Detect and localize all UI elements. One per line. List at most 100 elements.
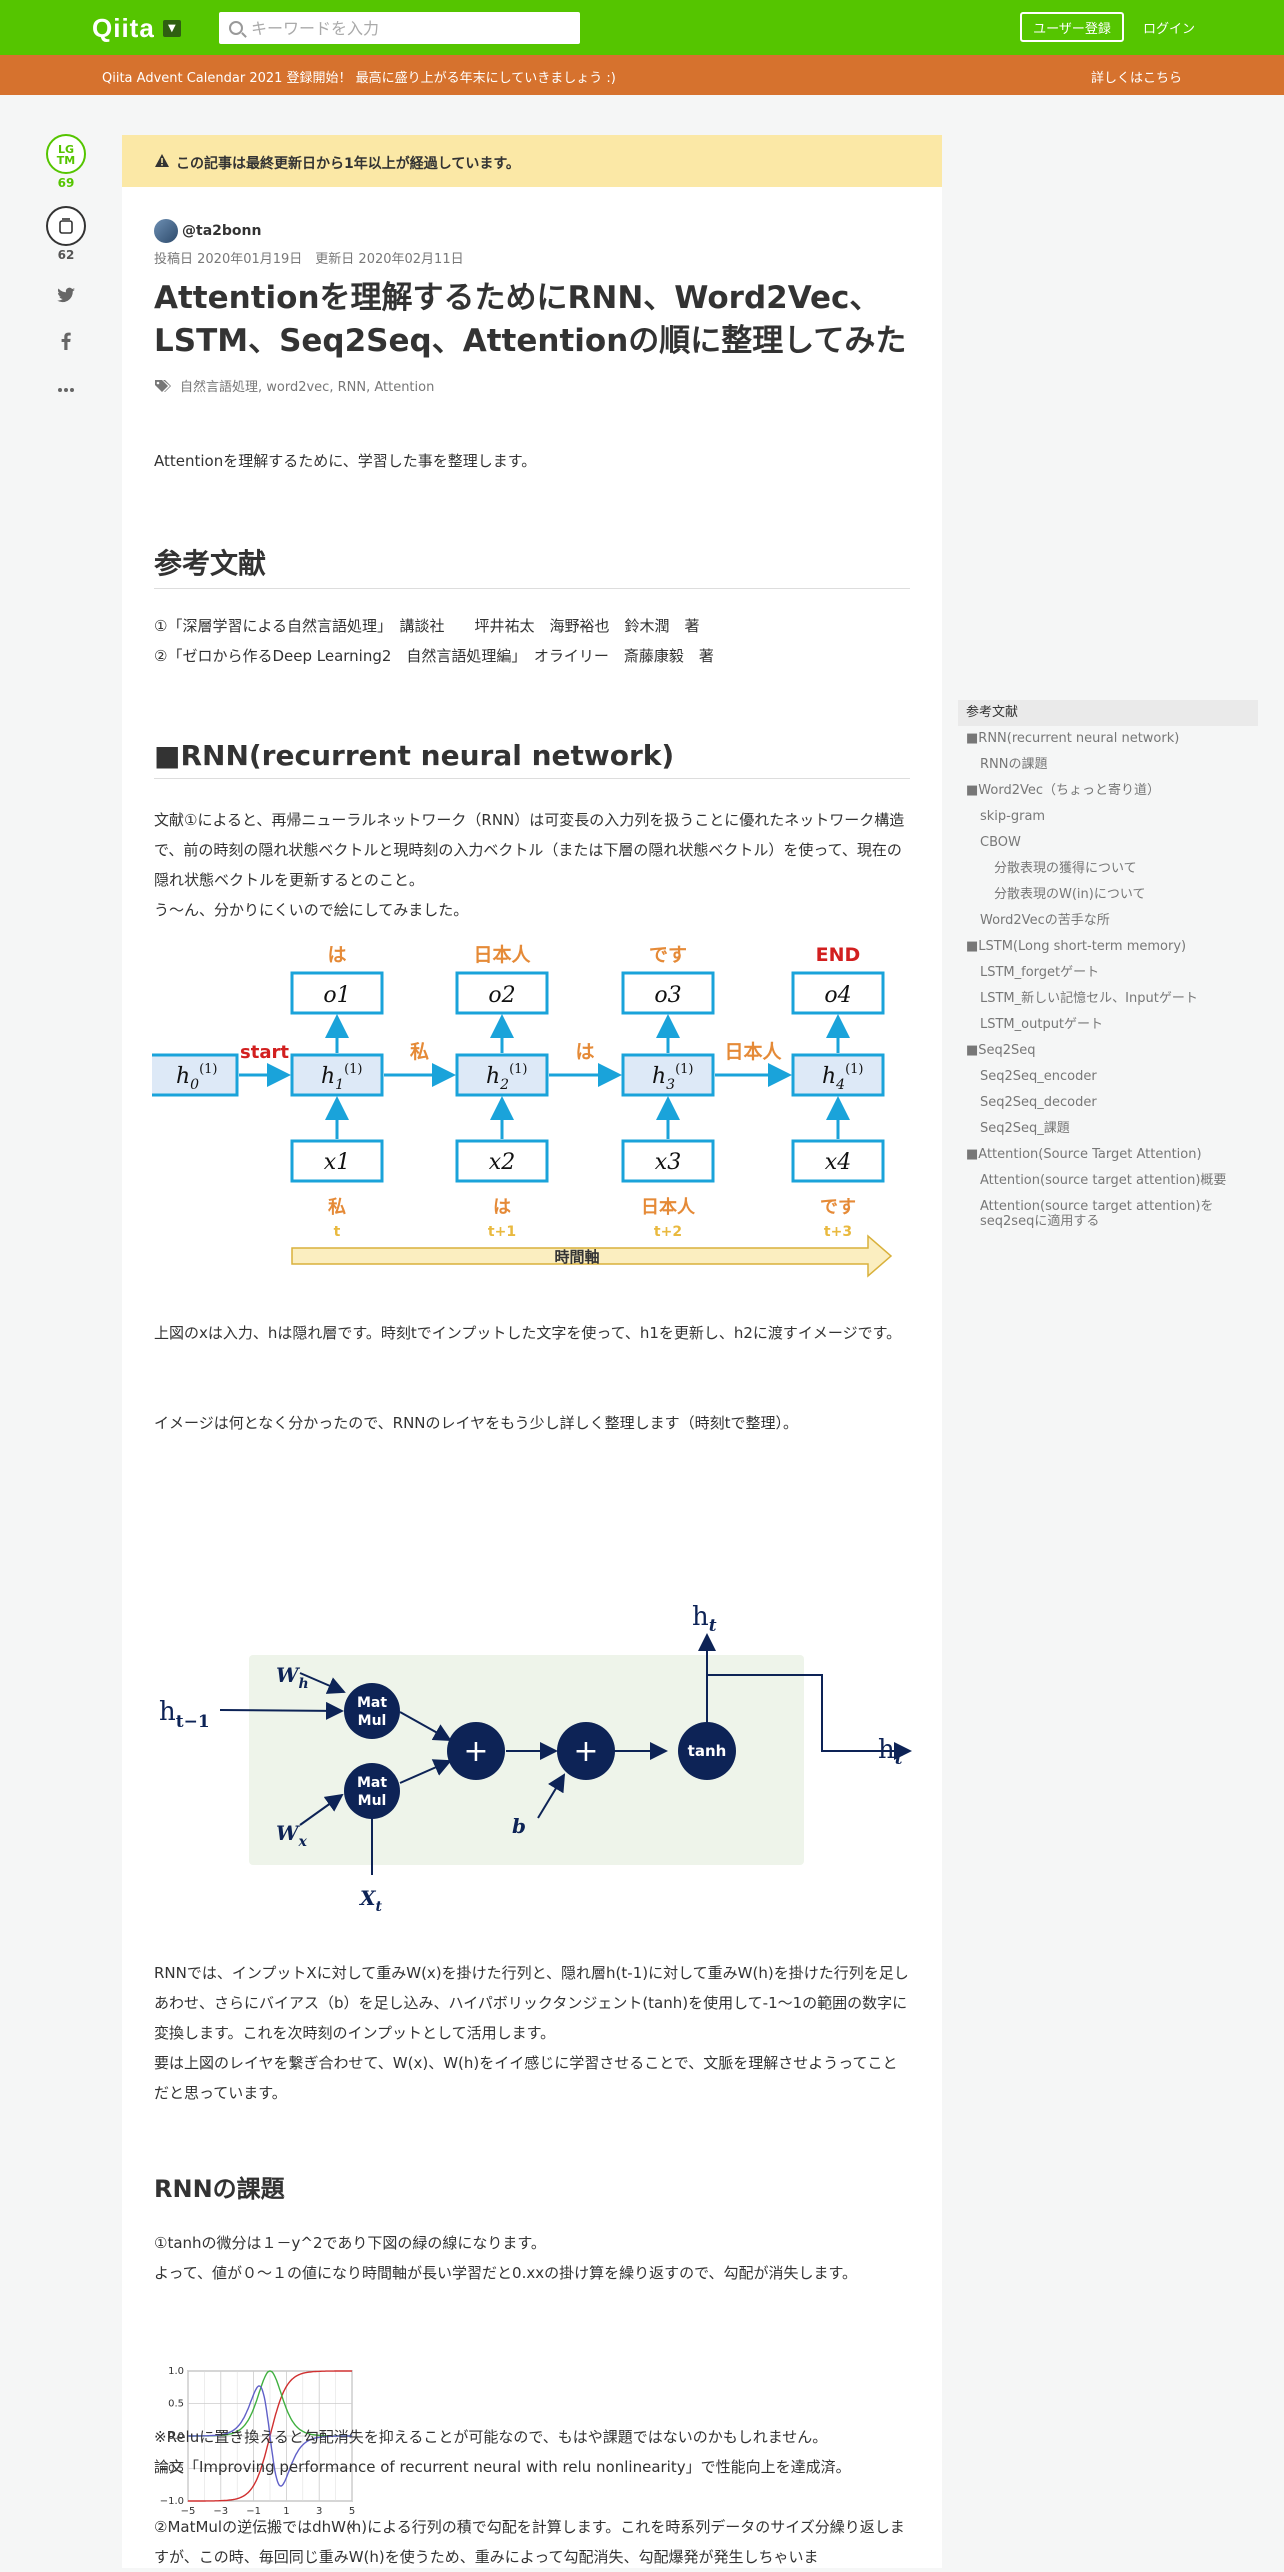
outdated-notice: この記事は最終更新日から1年以上が経過しています。 (122, 135, 942, 187)
input-word: です (820, 1197, 856, 1218)
toc-item[interactable]: LSTM_outputゲート (980, 1017, 1104, 1032)
time-label: t+3 (824, 1224, 852, 1240)
logo-text: Qiita (92, 12, 155, 43)
toc-item[interactable]: ■Attention(Source Target Attention) (966, 1147, 1202, 1162)
heading-references: 参考文献 (154, 542, 910, 589)
banner-text: Qiita Advent Calendar 2021 登録開始！ 最高に盛り上が… (102, 71, 616, 86)
toc-item[interactable]: Attention(source target attention)概要 (980, 1173, 1227, 1188)
matmul-label: Mat (357, 1775, 387, 1791)
issue-paragraph-2: よって、値が０～１の値になり時間軸が長い学習だと0.xxの掛け算を繰り返すので、… (154, 2264, 858, 2282)
matmul-node-h (344, 1683, 400, 1739)
x-tick-label: 5 (349, 2506, 355, 2517)
matmul-label: Mul (358, 1793, 387, 1809)
hidden-box (621, 1053, 715, 1097)
y-tick-label: 1.0 (168, 2366, 184, 2377)
warning-icon (155, 154, 169, 167)
toc-item[interactable]: 参考文献 (958, 700, 1258, 726)
wh-label: Wh (276, 1663, 309, 1692)
toc-item[interactable]: CBOW (980, 835, 1021, 850)
login-link[interactable]: ログイン (1143, 22, 1196, 37)
article-title: Attentionを理解するためにRNN、Word2Vec、LSTM、Seq2S… (154, 280, 907, 359)
toc-item[interactable]: 分散表現の獲得について (994, 861, 1137, 876)
output-word: 日本人 (473, 943, 531, 966)
h-prev-label: ht−1 (159, 1697, 210, 1732)
x-tick-label: −5 (181, 2506, 196, 2517)
rnn-paragraph-2: う～ん、分かりにくいので絵にしてみました。 (154, 901, 469, 919)
toc-item[interactable]: Seq2Seq_課題 (980, 1121, 1070, 1136)
notice-text: この記事は最終更新日から1年以上が経過しています。 (176, 156, 520, 172)
output-box (791, 971, 885, 1015)
input-box (621, 1139, 715, 1183)
toc-item[interactable]: Word2Vecの苦手な所 (980, 913, 1110, 928)
search-icon (229, 21, 243, 35)
toc-item[interactable]: Seq2Seq_encoder (980, 1069, 1097, 1084)
y-tick-label: −1.0 (160, 2496, 184, 2507)
lgtm-button[interactable]: LG TM (46, 134, 86, 174)
edge-label: 私 (410, 1041, 429, 1063)
heading-rnn-issue: RNNの課題 (154, 2175, 285, 2203)
toc-item[interactable]: Attention(source target attention)をseq2s… (980, 1199, 1214, 1229)
rnn-paragraph-5: RNNでは、インプットXに対して重みW(x)を掛けた行列と、隠れ層h(t-1)に… (154, 1964, 909, 2042)
hidden-box (455, 1053, 549, 1097)
add-node-2 (557, 1722, 615, 1780)
twitter-icon[interactable] (56, 285, 76, 305)
tags-text[interactable]: 自然言語処理, word2vec, RNN, Attention (180, 380, 435, 395)
x-tick-label: −1 (246, 2506, 261, 2517)
more-options-icon[interactable] (56, 380, 76, 400)
table-of-contents: 参考文献 ■RNN(recurrent neural network) RNNの課題… (958, 700, 1258, 1233)
toc-item[interactable]: RNNの課題 (980, 757, 1048, 772)
toc-item[interactable]: ■RNN(recurrent neural network) (966, 731, 1180, 746)
toc-item[interactable]: skip-gram (980, 809, 1046, 824)
facebook-icon[interactable] (56, 331, 76, 351)
stock-count: 62 (57, 248, 75, 262)
output-word: です (649, 944, 687, 966)
stock-button[interactable] (46, 206, 86, 246)
search-input[interactable] (251, 12, 571, 44)
toc-item[interactable]: LSTM_新しい記憶セル、Inputゲート (980, 991, 1198, 1006)
toc-item[interactable]: 分散表現のW(in)について (994, 887, 1146, 902)
banner-details-link[interactable]: 詳しくはこちら (1090, 71, 1182, 86)
issue-paragraph-3: ※Reluに置き換えると勾配消失を抑えることが可能なので、もはや課題ではないのか… (154, 2428, 828, 2446)
hidden-box (290, 1053, 384, 1097)
matmul-label: Mul (358, 1713, 387, 1729)
lgtm-count: 69 (57, 176, 75, 190)
time-axis-arrow (291, 1234, 893, 1278)
edge-label: start (240, 1042, 289, 1063)
x-tick-label: 1 (283, 2506, 289, 2517)
input-label: x3 (655, 1150, 681, 1175)
wx-label: Wx (276, 1821, 307, 1850)
reference-2: ②「ゼロから作るDeep Learning2 自然言語処理編」 オライリー 斎藤… (154, 647, 714, 665)
qiita-logo[interactable]: Qiita ▼ (92, 12, 181, 44)
signup-button[interactable]: ユーザー登録 (1020, 12, 1124, 42)
output-label: o1 (323, 983, 350, 1008)
toc-item[interactable]: LSTM_forgetゲート (980, 965, 1100, 980)
tags-icon (155, 379, 171, 392)
reference-1: ①「深層学習による自然言語処理」 講談社 坪井祐太 海野裕也 鈴木潤 著 (154, 617, 700, 635)
toc-item[interactable]: ■Word2Vec（ちょっと寄り道） (966, 783, 1160, 798)
input-word: 日本人 (641, 1196, 696, 1218)
hidden-box (791, 1053, 885, 1097)
output-box (621, 971, 715, 1015)
input-box (791, 1139, 885, 1183)
output-label: o2 (488, 983, 515, 1008)
rnn-paragraph-3: 上図のxは入力、hは隠れ層です。時刻tでインプットした文字を使って、h1を更新し… (154, 1324, 902, 1342)
bias-label: b (512, 1814, 526, 1838)
article: この記事は最終更新日から1年以上が経過しています。 @ta2bonn 投稿日 2… (122, 135, 942, 2568)
input-box (455, 1139, 549, 1183)
author-name[interactable]: @ta2bonn (182, 223, 262, 239)
input-label: x4 (825, 1150, 851, 1175)
author-avatar[interactable] (154, 219, 178, 243)
toc-item[interactable]: ■Seq2Seq (966, 1043, 1036, 1058)
h-out-right-label: ht (878, 1735, 903, 1769)
caret-down-icon[interactable]: ▼ (162, 19, 181, 37)
global-header: Qiita ▼ ユーザー登録 ログイン (0, 0, 1284, 55)
output-box (455, 971, 549, 1015)
series-line (188, 2385, 352, 2487)
tanh-node (678, 1722, 736, 1780)
issue-paragraph-1: ①tanhの微分は１－y^2であり下図の緑の線になります。 (154, 2234, 546, 2252)
heading-rnn: ■RNN(recurrent neural network) (154, 739, 910, 779)
plus-label: + (573, 1734, 598, 1769)
lgtm-label-2: TM (56, 154, 76, 167)
toc-item[interactable]: Seq2Seq_decoder (980, 1095, 1097, 1110)
toc-item[interactable]: ■LSTM(Long short-term memory) (966, 939, 1187, 954)
